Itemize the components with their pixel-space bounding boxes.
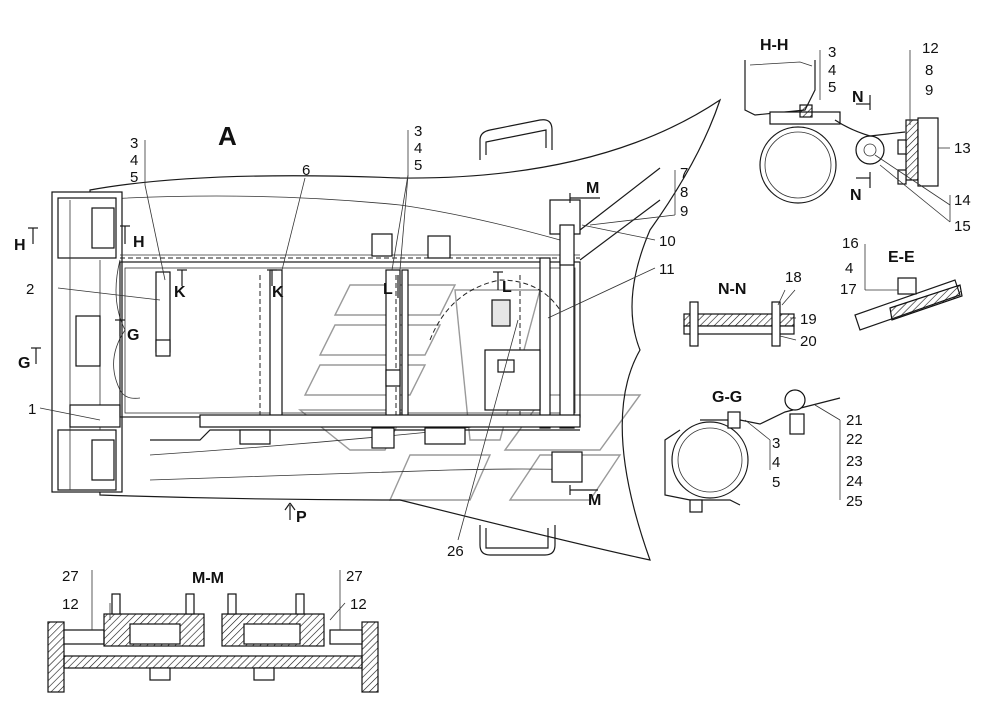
callout-hh-15: 15	[954, 218, 971, 235]
callout-gg-5: 5	[772, 474, 780, 491]
callout-gg-25: 25	[846, 493, 863, 510]
leader-lines	[39, 130, 676, 541]
cut-n-bottom: N	[850, 187, 862, 204]
callout-mm-12-right: 12	[350, 596, 367, 613]
callout-numbers: 1 2 3 4 5 3 4 5 6 7 8 9 10 11 26 3 4 5 1…	[26, 40, 971, 613]
callout-3a: 3	[130, 135, 138, 152]
section-title-nn: N-N	[718, 281, 746, 298]
cut-g-right: G	[127, 327, 139, 344]
callout-hh-5: 5	[828, 79, 836, 96]
callout-hh-9: 9	[925, 82, 933, 99]
callout-1: 1	[28, 401, 36, 418]
callout-5a: 5	[130, 169, 138, 186]
callout-gg-24: 24	[846, 473, 863, 490]
callout-7: 7	[680, 165, 688, 182]
section-n-n	[683, 289, 797, 347]
callout-hh-3: 3	[828, 44, 836, 61]
section-title-hh: H-H	[760, 37, 788, 54]
cut-h-left: H	[14, 237, 26, 254]
callout-4a: 4	[130, 152, 138, 169]
callout-hh-13: 13	[954, 140, 971, 157]
callout-2: 2	[26, 281, 34, 298]
callout-gg-22: 22	[846, 431, 863, 448]
callout-nn-18: 18	[785, 269, 802, 286]
callout-hh-4: 4	[828, 62, 836, 79]
cut-h-right: H	[133, 234, 145, 251]
section-title-gg: G-G	[712, 389, 742, 406]
callout-8: 8	[680, 184, 688, 201]
section-e-e	[854, 244, 963, 331]
top-handle	[479, 119, 553, 160]
hood-outline	[89, 98, 722, 561]
cut-p-arrow: P	[296, 509, 307, 526]
section-h-h	[744, 50, 951, 223]
callout-6: 6	[302, 162, 310, 179]
cut-l-left: L	[383, 281, 393, 298]
callout-ee-16: 16	[842, 235, 859, 252]
callout-9: 9	[680, 203, 688, 220]
callout-hh-14: 14	[954, 192, 971, 209]
callout-11: 11	[659, 261, 675, 278]
section-title-mm: M-M	[192, 570, 224, 587]
cut-m-bottom: M	[588, 492, 601, 509]
callout-26: 26	[447, 543, 464, 560]
bottom-handle	[479, 525, 556, 556]
callout-mm-12-left: 12	[62, 596, 79, 613]
cut-l-right: L	[502, 279, 512, 296]
callout-hh-12: 12	[922, 40, 939, 57]
callout-gg-4: 4	[772, 454, 780, 471]
cut-arrows	[28, 193, 600, 520]
callout-mm-27-left: 27	[62, 568, 79, 585]
callout-mm-27-right: 27	[346, 568, 363, 585]
main-view-a	[39, 98, 722, 561]
callout-ee-4: 4	[845, 260, 853, 277]
callout-10: 10	[659, 233, 676, 250]
cut-g-left: G	[18, 355, 30, 372]
callout-ee-17: 17	[840, 281, 857, 298]
watermark-logo	[298, 284, 642, 501]
callout-5b: 5	[414, 157, 422, 174]
callout-4b: 4	[414, 140, 422, 157]
callout-3b: 3	[414, 123, 422, 140]
section-g-g	[664, 389, 841, 513]
cut-k-left: K	[174, 284, 186, 301]
section-title-ee: E-E	[888, 249, 915, 266]
cut-k-right: K	[272, 284, 284, 301]
callout-nn-19: 19	[800, 311, 817, 328]
callout-nn-20: 20	[800, 333, 817, 350]
view-label: A	[218, 121, 237, 151]
callout-gg-3: 3	[772, 435, 780, 452]
callout-gg-21: 21	[846, 412, 863, 429]
section-m-m	[47, 570, 379, 693]
callout-hh-8: 8	[925, 62, 933, 79]
cut-n-top: N	[852, 89, 864, 106]
cut-marker-labels: H H G G K K L L M M N N P	[14, 89, 864, 526]
lower-beam	[199, 414, 581, 428]
cut-m-top: M	[586, 180, 599, 197]
callout-gg-23: 23	[846, 453, 863, 470]
